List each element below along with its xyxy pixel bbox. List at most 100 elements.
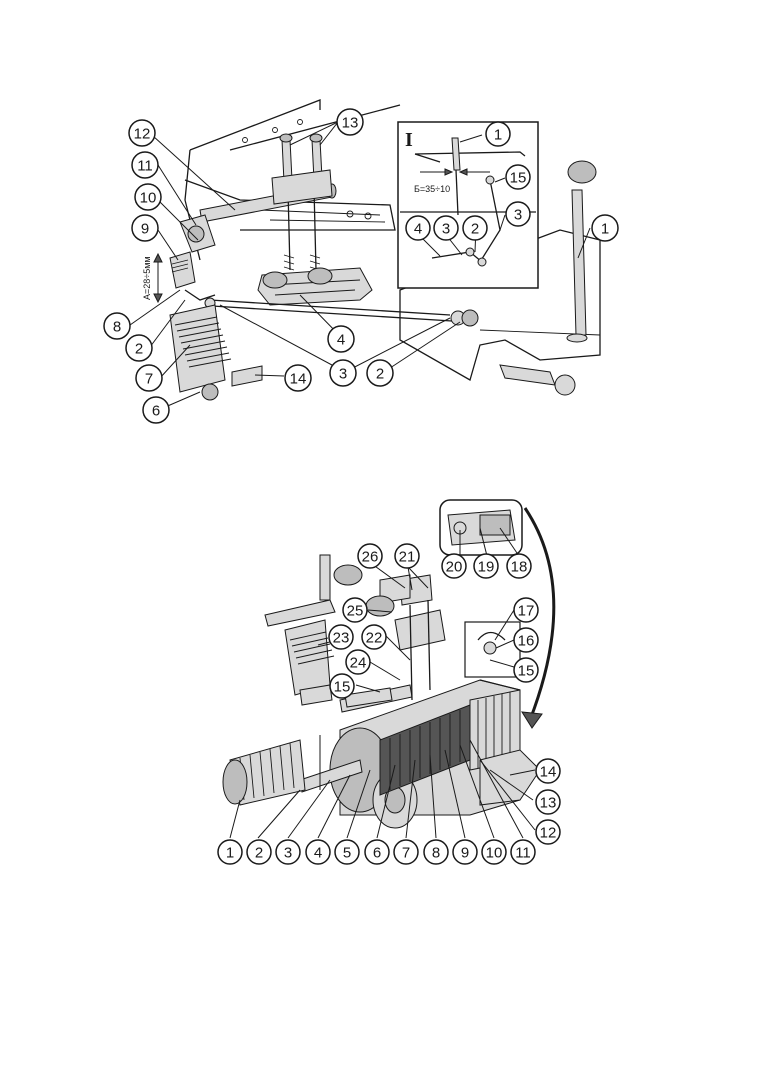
callout-c1-10: 10 bbox=[134, 183, 162, 211]
callout-circle bbox=[505, 164, 531, 190]
callout-circle bbox=[246, 839, 272, 865]
callout-c2-24: 24 bbox=[345, 649, 371, 675]
callout-number: 4 bbox=[314, 845, 322, 862]
callout-circle bbox=[329, 673, 355, 699]
callout-c2-5: 5 bbox=[334, 839, 360, 865]
callout-circle bbox=[505, 201, 531, 227]
callout-circle bbox=[135, 364, 163, 392]
callout-c1-1: 1 bbox=[591, 214, 619, 242]
callout-c2-1: 1 bbox=[217, 839, 243, 865]
callout-c2-11: 11 bbox=[510, 839, 536, 865]
callout-circle bbox=[275, 839, 301, 865]
callout-c2-2: 2 bbox=[246, 839, 272, 865]
callout-c1-11: 11 bbox=[131, 151, 159, 179]
callout-circle bbox=[217, 839, 243, 865]
callout-c2-8: 8 bbox=[423, 839, 449, 865]
callout-c1-13: 13 bbox=[336, 108, 364, 136]
callout-c2-13: 13 bbox=[535, 789, 561, 815]
callout-circle bbox=[473, 553, 499, 579]
callout-number: 15 bbox=[334, 679, 351, 696]
callout-circle bbox=[131, 214, 159, 242]
callout-circle bbox=[364, 839, 390, 865]
callout-number: 7 bbox=[402, 845, 410, 862]
callout-number: 11 bbox=[515, 845, 531, 862]
callout-circle bbox=[342, 597, 368, 623]
figure-1-linkage: А=28÷5мм I Б=35÷10 bbox=[129, 99, 601, 409]
callout-number: 14 bbox=[540, 764, 557, 781]
callout-circle bbox=[103, 312, 131, 340]
callout-number: 9 bbox=[461, 845, 469, 862]
callout-c1-9: 9 bbox=[131, 214, 159, 242]
callout-number: 15 bbox=[510, 170, 527, 187]
callout-circle bbox=[535, 758, 561, 784]
callout-c1-14: 14 bbox=[284, 364, 312, 392]
callout-c1-12: 12 bbox=[128, 119, 156, 147]
callout-c2-19: 19 bbox=[473, 553, 499, 579]
callout-number: 14 bbox=[290, 371, 307, 388]
callout-number: 22 bbox=[366, 630, 383, 647]
callout-c1-3: 3 bbox=[329, 359, 357, 387]
callout-c2-10: 10 bbox=[481, 839, 507, 865]
callout-circle bbox=[462, 215, 488, 241]
callout-number: 10 bbox=[140, 190, 157, 207]
callout-number: 15 bbox=[518, 663, 535, 680]
callout-c2-7: 7 bbox=[393, 839, 419, 865]
callout-number: 3 bbox=[339, 366, 347, 383]
callout-circle bbox=[513, 657, 539, 683]
callout-number: 4 bbox=[414, 221, 422, 238]
callout-circle bbox=[452, 839, 478, 865]
inset-label: I bbox=[405, 129, 413, 151]
callout-number: 6 bbox=[152, 403, 160, 420]
callout-circle bbox=[405, 215, 431, 241]
callout-number: 1 bbox=[226, 845, 234, 862]
callout-circle bbox=[305, 839, 331, 865]
callout-c1-i1: 1 bbox=[485, 121, 511, 147]
callout-number: 24 bbox=[350, 655, 367, 672]
callout-number: 9 bbox=[141, 221, 149, 238]
callout-number: 18 bbox=[511, 559, 528, 576]
callout-number: 12 bbox=[134, 126, 151, 143]
callout-c2-21: 21 bbox=[394, 543, 420, 569]
callout-number: 16 bbox=[518, 633, 535, 650]
dimension-b-label: Б=35÷10 bbox=[414, 184, 450, 194]
callout-c1-2b: 2 bbox=[366, 359, 394, 387]
callout-number: 3 bbox=[442, 221, 450, 238]
callout-c1-4: 4 bbox=[327, 325, 355, 353]
callout-c1-2a: 2 bbox=[125, 334, 153, 362]
callout-c2-9: 9 bbox=[452, 839, 478, 865]
figure-2-gearbox bbox=[222, 499, 556, 839]
callout-number: 23 bbox=[333, 630, 350, 647]
callout-c2-23: 23 bbox=[328, 624, 354, 650]
callout-number: 2 bbox=[135, 341, 143, 358]
callout-circle bbox=[506, 553, 532, 579]
callout-circle bbox=[535, 789, 561, 815]
callout-circle bbox=[345, 649, 371, 675]
callout-c1-6: 6 bbox=[142, 396, 170, 424]
callout-c1-7: 7 bbox=[135, 364, 163, 392]
callout-c2-22: 22 bbox=[361, 624, 387, 650]
callout-circle bbox=[510, 839, 536, 865]
callout-c2-20: 20 bbox=[441, 553, 467, 579]
callout-number: 13 bbox=[540, 795, 557, 812]
callout-circle bbox=[394, 543, 420, 569]
callout-circle bbox=[125, 334, 153, 362]
callout-c2-17: 17 bbox=[513, 597, 539, 623]
callout-circle bbox=[361, 624, 387, 650]
callout-c2-15b: 15 bbox=[513, 657, 539, 683]
callout-number: 25 bbox=[347, 603, 364, 620]
callout-circle bbox=[336, 108, 364, 136]
callout-circle bbox=[329, 359, 357, 387]
callout-circle bbox=[142, 396, 170, 424]
callout-number: 2 bbox=[255, 845, 263, 862]
callout-circle bbox=[357, 543, 383, 569]
callout-circle bbox=[328, 624, 354, 650]
callout-number: 12 bbox=[540, 825, 557, 842]
callout-c1-i3b: 3 bbox=[433, 215, 459, 241]
callout-number: 7 bbox=[145, 371, 153, 388]
callout-circle bbox=[535, 819, 561, 845]
callout-c2-14: 14 bbox=[535, 758, 561, 784]
callout-circle bbox=[485, 121, 511, 147]
callout-circle bbox=[433, 215, 459, 241]
